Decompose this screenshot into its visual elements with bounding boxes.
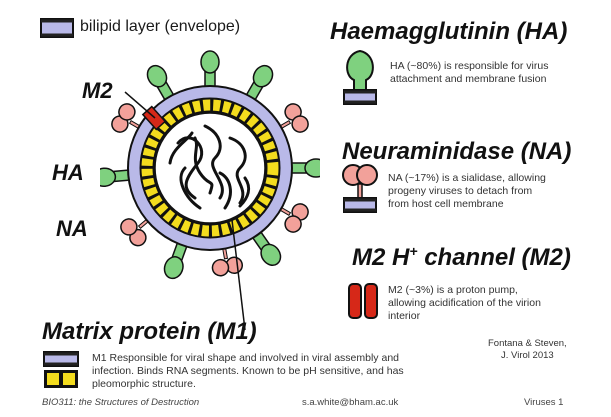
m2-diagram-label: M2 (82, 78, 113, 103)
envelope-legend-label: bilipid layer (envelope) (80, 18, 241, 35)
na-diagram-label: NA (56, 216, 88, 241)
ha-diagram-label: HA (52, 160, 84, 185)
ha-spike (200, 50, 220, 91)
m1-desc-line-1: M1 Responsible for viral shape and invol… (92, 352, 399, 364)
footer-course-title: BIO311: the Structures of Destruction (42, 397, 200, 408)
m2-desc-line-3: interior (388, 310, 421, 322)
envelope-legend-swatch (40, 18, 74, 38)
ha-desc-line-2: attachment and membrane fusion (390, 73, 547, 85)
ha-icon (343, 49, 377, 105)
m2-desc-line-2: allowing acidification of the virion (388, 297, 541, 309)
rna-segments (168, 124, 251, 210)
footer-email: s.a.white@bham.ac.uk (302, 397, 399, 408)
na-desc-line-2: progeny viruses to detach from (388, 185, 533, 197)
m2-channel-icon (348, 283, 378, 319)
m2-desc-line-1: M2 (~3%) is a proton pump, (388, 284, 518, 296)
footer-slide-label: Viruses 1 (524, 397, 564, 408)
virion-diagram (100, 50, 320, 280)
m1-desc-line-2: infection. Binds RNA segments. Known to … (92, 365, 404, 377)
m1-title: Matrix protein (M1) (42, 318, 257, 345)
na-spike (111, 103, 144, 133)
ha-spike (287, 158, 320, 178)
na-desc-line-1: NA (~17%) is a sialidase, allowing (388, 172, 546, 184)
m1-desc-line-3: pleomorphic structure. (92, 378, 196, 390)
ha-title: Haemagglutinin (HA) (330, 18, 568, 45)
ha-desc-line-1: HA (~80%) is responsible for virus (390, 60, 549, 72)
na-desc-line-3: from host cell membrane (388, 198, 504, 210)
na-spike (120, 216, 152, 247)
citation-line-2: J. Virol 2013 (501, 350, 554, 361)
matrix-protein-ring (141, 99, 279, 237)
citation-line-1: Fontana & Steven, (488, 338, 567, 349)
na-title: Neuraminidase (NA) (342, 138, 572, 165)
na-icon (342, 164, 378, 213)
m2-title: M2 H+ channel (M2) (352, 243, 571, 271)
m1-icon (43, 351, 79, 388)
